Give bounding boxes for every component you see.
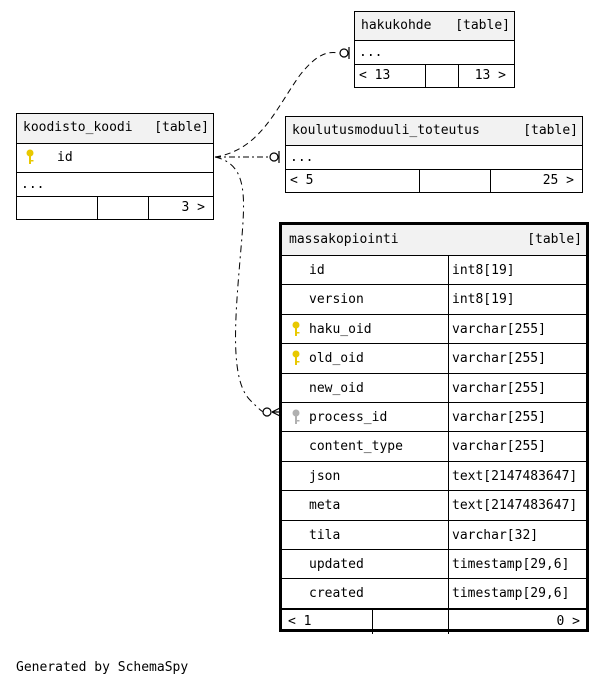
column-row: updated timestamp[29,6] (282, 549, 586, 580)
ellipsis-row: ... (355, 41, 514, 65)
nav-middle (372, 609, 448, 634)
table-type: [table] (523, 123, 578, 138)
column-row: version int8[19] (282, 285, 586, 315)
table-name: massakopiointi (289, 232, 399, 247)
column-row: created timestamp[29,6] (282, 579, 586, 609)
table-koulutusmoduuli-toteutus[interactable]: koulutusmoduuli_toteutus [table] ... < 5… (285, 116, 583, 193)
nav-right[interactable]: 3 > (148, 197, 213, 219)
table-name: hakukohde (361, 18, 432, 33)
column-row: content_type varchar[255] (282, 432, 586, 462)
nav-row: < 1 0 > (282, 608, 586, 634)
column-name: new_oid (309, 380, 364, 396)
column-row: meta text[2147483647] (282, 491, 586, 521)
ellipsis-text: ... (21, 177, 45, 192)
column-type: varchar[255] (448, 314, 586, 344)
column-type: timestamp[29,6] (448, 549, 586, 579)
table-header: koulutusmoduuli_toteutus [table] (286, 117, 582, 146)
table-header: massakopiointi [table] (282, 225, 586, 256)
nav-right[interactable]: 25 > (490, 170, 582, 192)
column-name: process_id (309, 409, 388, 425)
column-row: haku_oid varchar[255] (282, 314, 586, 345)
column-type: varchar[32] (448, 520, 586, 549)
column-row: tila varchar[32] (282, 520, 586, 550)
column-type: int8[19] (448, 256, 586, 285)
nav-row: 3 > (17, 197, 213, 219)
column-name: created (309, 586, 364, 602)
ellipsis-text: ... (359, 45, 383, 60)
column-type: text[2147483647] (448, 491, 586, 520)
primary-key-icon (26, 149, 34, 164)
table-header: hakukohde [table] (355, 12, 514, 41)
column-name: updated (309, 556, 364, 572)
table-name: koulutusmoduuli_toteutus (292, 123, 480, 138)
column-row: process_id varchar[255] (282, 402, 586, 433)
foreign-key-icon (292, 409, 300, 424)
nav-middle (97, 197, 148, 219)
nav-row: < 5 25 > (286, 170, 582, 192)
ellipsis-row: ... (17, 173, 213, 197)
column-row: old_oid varchar[255] (282, 344, 586, 374)
column-row: id int8[19] (282, 256, 586, 286)
column-row-id: id (17, 144, 213, 173)
nav-middle (425, 65, 458, 87)
table-hakukohde[interactable]: hakukohde [table] ... < 13 13 > (354, 11, 515, 88)
table-type: [table] (527, 232, 582, 247)
nav-right[interactable]: 0 > (448, 609, 586, 634)
column-type: text[2147483647] (448, 461, 586, 491)
nav-left[interactable]: < 13 (359, 68, 391, 83)
column-type: varchar[255] (448, 432, 586, 461)
column-type: varchar[255] (448, 344, 586, 373)
column-name: old_oid (309, 351, 364, 367)
column-row: json text[2147483647] (282, 461, 586, 492)
nav-left[interactable]: < 5 (290, 173, 314, 188)
primary-key-icon (292, 321, 300, 336)
nav-middle (419, 170, 490, 192)
column-row: new_oid varchar[255] (282, 373, 586, 403)
column-type: varchar[255] (448, 373, 586, 402)
table-type: [table] (455, 18, 510, 33)
column-type: timestamp[29,6] (448, 579, 586, 608)
column-name: tila (309, 527, 341, 543)
table-name: koodisto_koodi (23, 120, 133, 135)
column-name: id (309, 263, 325, 278)
edge-koodisto-hakukohde (214, 52, 341, 158)
nav-left[interactable]: < 1 (288, 613, 312, 629)
table-header: koodisto_koodi [table] (17, 114, 213, 144)
column-name: meta (309, 498, 341, 514)
column-type: varchar[255] (448, 402, 586, 432)
edge-end-markers (262, 47, 350, 418)
nav-left (17, 197, 97, 219)
edge-koodisto-massakopiointi (214, 156, 265, 413)
ellipsis-text: ... (290, 150, 314, 165)
column-name: version (309, 292, 364, 308)
ellipsis-row: ... (286, 146, 582, 170)
table-koodisto-koodi[interactable]: koodisto_koodi [table] id ... 3 > (16, 113, 214, 220)
column-name: id (57, 150, 73, 165)
nav-row: < 13 13 > (355, 65, 514, 87)
column-name: json (309, 468, 341, 484)
footer-credit: Generated by SchemaSpy (16, 660, 189, 675)
nav-right[interactable]: 13 > (458, 65, 514, 87)
column-type: int8[19] (448, 285, 586, 314)
column-name: content_type (309, 439, 403, 455)
column-name: haku_oid (309, 321, 372, 337)
primary-key-icon (292, 350, 300, 366)
table-type: [table] (154, 120, 209, 135)
